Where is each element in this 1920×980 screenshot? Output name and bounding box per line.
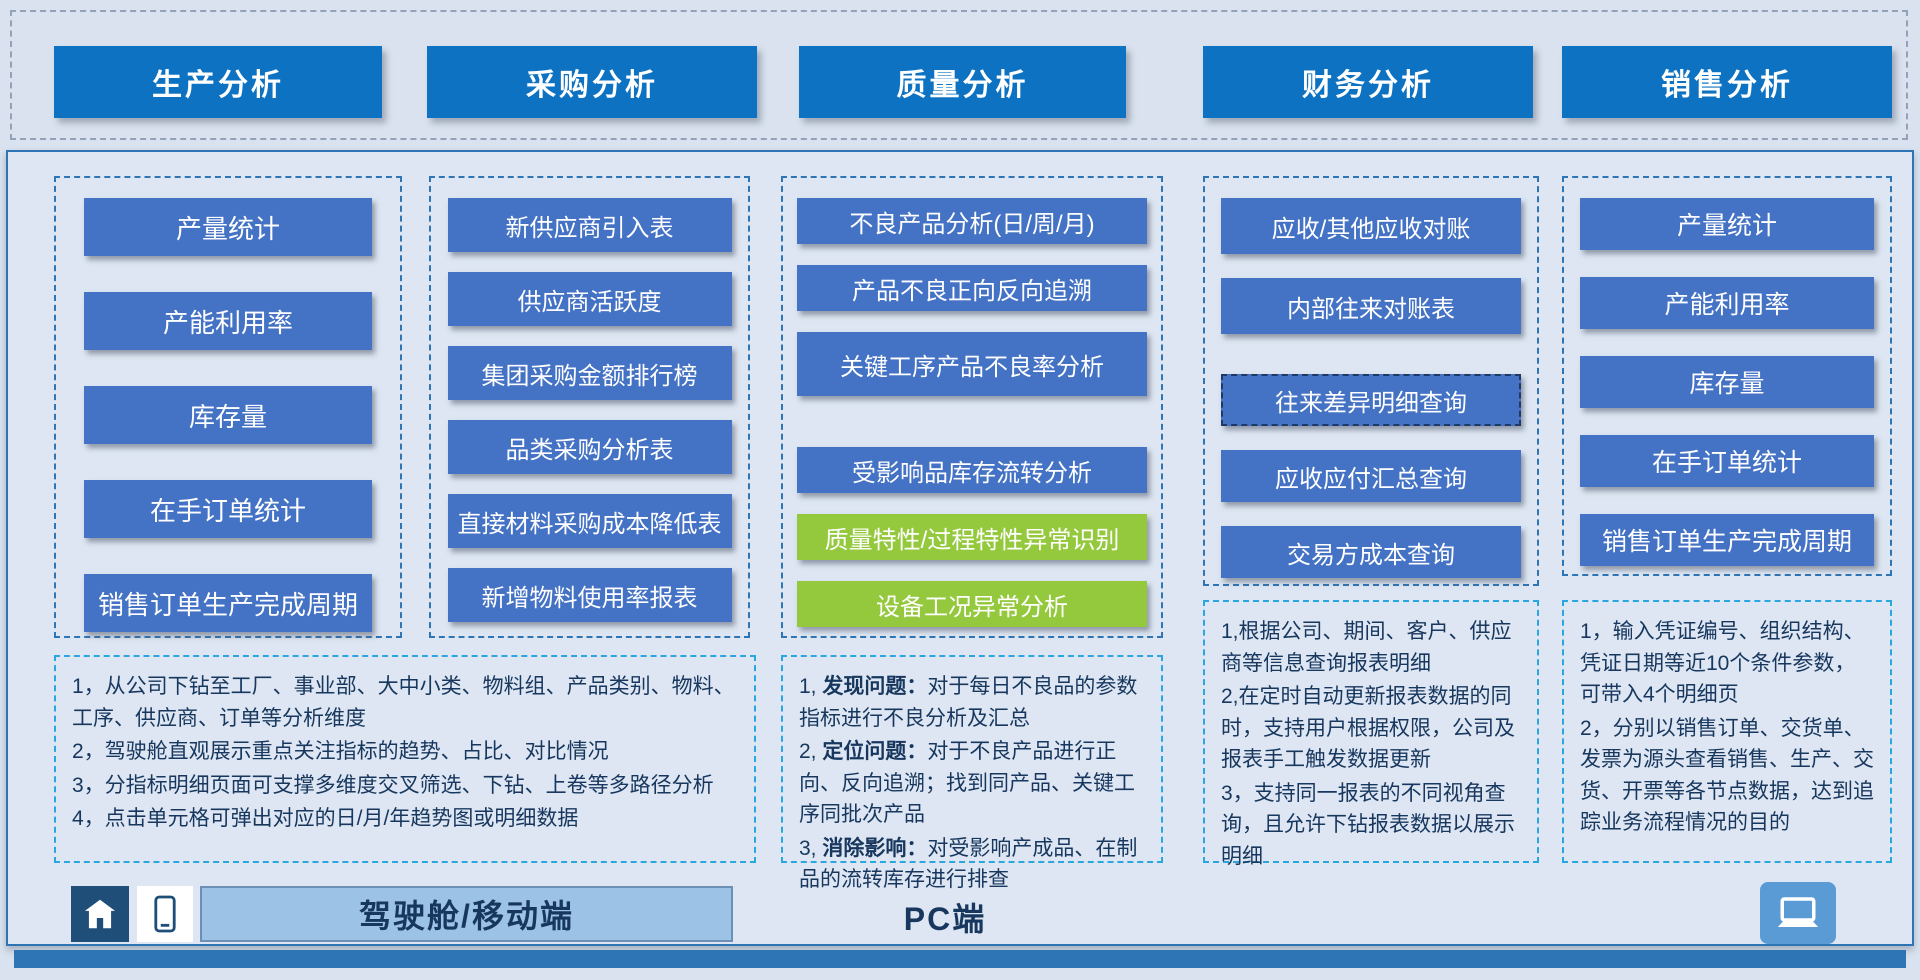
laptop-icon — [1777, 897, 1819, 927]
report-button[interactable]: 不良产品分析(日/周/月) — [797, 198, 1147, 244]
smartphone-icon-button[interactable] — [137, 886, 193, 942]
report-button[interactable]: 应收/其他应收对账 — [1221, 198, 1521, 254]
report-button[interactable]: 销售订单生产完成周期 — [1580, 514, 1874, 566]
note-line: 3, 消除影响：对受影响产成品、在制品的流转库存进行排查 — [799, 833, 1145, 896]
note-bold-text: 消除影响： — [822, 836, 928, 860]
report-button[interactable]: 品类采购分析表 — [447, 420, 732, 474]
note-line: 4，点击单元格可弹出对应的日/月/年趋势图或明细数据 — [72, 807, 579, 830]
tab-procurement-analysis[interactable]: 采购分析 — [427, 46, 757, 118]
note-line: 2，分别以销售订单、交货单、发票为源头查看销售、生产、交货、开票等各节点数据，达… — [1580, 716, 1874, 835]
notes-quality: 1, 发现问题：对于每日不良品的参数指标进行不良分析及汇总 2, 定位问题：对于… — [781, 655, 1163, 891]
note-segment: 3, — [799, 836, 823, 860]
note-segment: 2, — [799, 740, 823, 763]
laptop-icon-button[interactable] — [1760, 882, 1836, 944]
notes-production: 1，从公司下钻至工厂、事业部、大中小类、物料组、产品类别、物料、工序、供应商、订… — [54, 655, 756, 863]
report-button[interactable]: 直接材料采购成本降低表 — [447, 494, 732, 548]
note-line: 1, 发现问题：对于每日不良品的参数指标进行不良分析及汇总 — [799, 671, 1145, 734]
note-bold-text: 发现问题： — [822, 675, 928, 698]
note-line: 1,根据公司、期间、客户、供应商等信息查询报表明细 — [1221, 620, 1512, 675]
bottom-accent-bar — [14, 950, 1906, 968]
note-line: 1，输入凭证编号、组织结构、凭证日期等近10个条件参数，可带入4个明细页 — [1580, 620, 1865, 706]
panel-procurement-reports: 新供应商引入表 供应商活跃度 集团采购金额排行榜 品类采购分析表 直接材料采购成… — [429, 176, 750, 638]
analysis-tabs-band: 生产分析 采购分析 质量分析 财务分析 销售分析 — [10, 10, 1908, 140]
report-button[interactable]: 销售订单生产完成周期 — [84, 574, 372, 632]
main-panel: 产量统计 产能利用率 库存量 在手订单统计 销售订单生产完成周期 新供应商引入表… — [6, 150, 1914, 946]
note-line: 2，驾驶舱直观展示重点关注指标的趋势、占比、对比情况 — [72, 740, 609, 763]
report-button[interactable]: 应收应付汇总查询 — [1221, 450, 1521, 502]
report-button[interactable]: 库存量 — [1580, 356, 1874, 408]
report-button[interactable]: 产量统计 — [84, 198, 372, 256]
report-button[interactable]: 往来差异明细查询 — [1221, 374, 1521, 426]
report-button[interactable]: 内部往来对账表 — [1221, 278, 1521, 334]
note-line: 3，支持同一报表的不同视角查询，且允许下钻报表数据以展示明细 — [1221, 781, 1515, 868]
report-button[interactable]: 新供应商引入表 — [447, 198, 732, 252]
pc-label: PC端 — [903, 901, 987, 937]
note-segment: 对受影响产成品、在制品的流转库存进行排查 — [799, 836, 1138, 892]
report-button[interactable]: 产量统计 — [1580, 198, 1874, 250]
report-button[interactable]: 产能利用率 — [1580, 277, 1874, 329]
report-button[interactable]: 集团采购金额排行榜 — [447, 346, 732, 400]
report-button[interactable]: 受影响品库存流转分析 — [797, 447, 1147, 493]
note-bold-text: 定位问题： — [822, 740, 928, 763]
note-line: 2,在定时自动更新报表数据的同时，支持用户根据权限，公司及报表手工触发数据更新 — [1221, 685, 1515, 771]
report-button[interactable]: 产品不良正向反向追溯 — [797, 265, 1147, 311]
notes-sales: 1，输入凭证编号、组织结构、凭证日期等近10个条件参数，可带入4个明细页 2，分… — [1562, 600, 1892, 863]
tab-quality-analysis[interactable]: 质量分析 — [799, 46, 1126, 118]
panel-production-reports: 产量统计 产能利用率 库存量 在手订单统计 销售订单生产完成周期 — [54, 176, 402, 638]
note-line: 1，从公司下钻至工厂、事业部、大中小类、物料组、产品类别、物料、工序、供应商、订… — [72, 675, 735, 730]
tab-sales-analysis[interactable]: 销售分析 — [1562, 46, 1892, 118]
panel-finance-reports: 应收/其他应收对账 内部往来对账表 往来差异明细查询 应收应付汇总查询 交易方成… — [1203, 176, 1539, 586]
mobile-cockpit-label: 驾驶舱/移动端 — [200, 886, 733, 942]
tab-production-analysis[interactable]: 生产分析 — [54, 46, 382, 118]
tab-finance-analysis[interactable]: 财务分析 — [1203, 46, 1533, 118]
notes-finance: 1,根据公司、期间、客户、供应商等信息查询报表明细 2,在定时自动更新报表数据的… — [1203, 600, 1539, 868]
note-segment: 对于每日不良品的参数指标进行不良分析及汇总 — [799, 675, 1138, 730]
note-segment: 1, — [799, 675, 823, 698]
report-button[interactable]: 关键工序产品不良率分析 — [797, 332, 1147, 396]
report-button[interactable]: 新增物料使用率报表 — [447, 568, 732, 622]
home-icon — [84, 899, 116, 929]
report-button[interactable]: 交易方成本查询 — [1221, 526, 1521, 578]
home-icon-button[interactable] — [71, 886, 129, 942]
note-line: 2, 定位问题：对于不良产品进行正向、反向追溯；找到同产品、关键工序同批次产品 — [799, 736, 1145, 831]
smartphone-icon — [154, 895, 176, 933]
report-button[interactable]: 在手订单统计 — [1580, 435, 1874, 487]
report-button-anomaly[interactable]: 质量特性/过程特性异常识别 — [797, 514, 1147, 560]
report-button[interactable]: 供应商活跃度 — [447, 272, 732, 326]
note-line: 3，分指标明细页面可支撑多维度交叉筛选、下钻、上卷等多路径分析 — [72, 773, 714, 797]
panel-sales-reports: 产量统计 产能利用率 库存量 在手订单统计 销售订单生产完成周期 — [1562, 176, 1892, 576]
report-button[interactable]: 库存量 — [84, 386, 372, 444]
report-button[interactable]: 在手订单统计 — [84, 480, 372, 538]
report-button-anomaly[interactable]: 设备工况异常分析 — [797, 581, 1147, 627]
panel-quality-reports: 不良产品分析(日/周/月) 产品不良正向反向追溯 关键工序产品不良率分析 受影响… — [781, 176, 1163, 638]
report-button[interactable]: 产能利用率 — [84, 292, 372, 350]
note-segment: 对于不良产品进行正向、反向追溯；找到同产品、关键工序同批次产品 — [799, 740, 1135, 826]
